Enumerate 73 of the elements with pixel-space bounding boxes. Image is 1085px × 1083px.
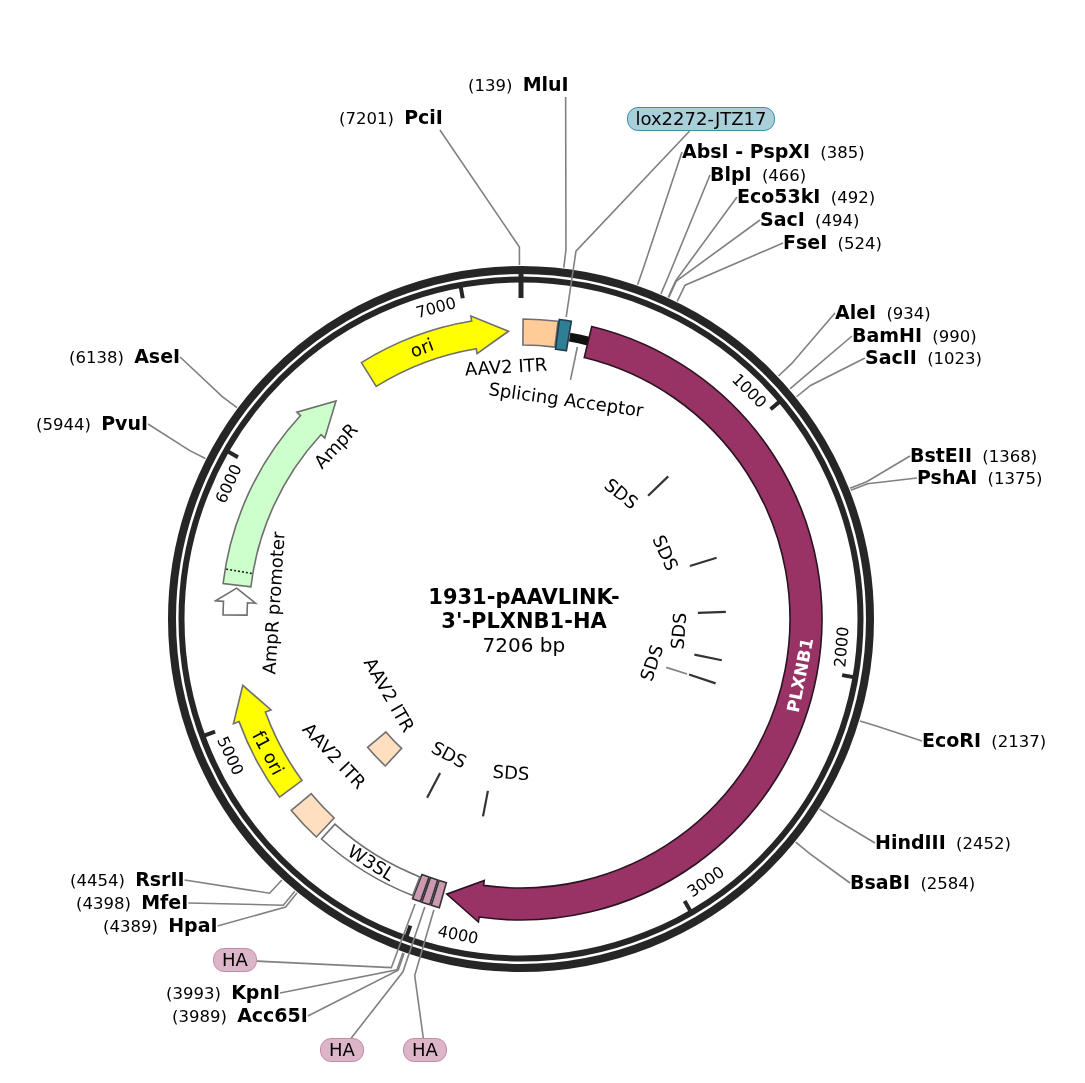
restriction-site-label: (4389) HpaI (103, 914, 218, 938)
restriction-site-label: BlpI (466) (710, 163, 807, 187)
leader-line (307, 952, 405, 1017)
leader-line (849, 455, 911, 490)
restriction-site-label: (3989) Acc65I (172, 1004, 308, 1028)
restriction-site-label: SacI (494) (760, 208, 860, 232)
feature-label: SDS (668, 611, 689, 650)
restriction-site-label: AbsI - PspXI (385) (682, 140, 865, 164)
restriction-site-label: (4454) RsrII (70, 868, 185, 892)
scale-label: 2000 (832, 625, 852, 668)
leader-line (789, 335, 853, 390)
plasmid-name: 1931-pAAVLINK-3'-PLXNB1-HA (427, 585, 621, 633)
leader-line (667, 196, 738, 298)
leader-line (668, 219, 761, 299)
feature-label: SDS (600, 475, 641, 513)
scale-label: 5000 (213, 734, 246, 778)
scale-label: 4000 (436, 922, 480, 947)
leader-line (795, 357, 866, 398)
restriction-site-label: BamHI (990) (852, 324, 977, 348)
feature-label: SDS (648, 532, 681, 574)
leader-line (859, 720, 923, 742)
feature-label: AmpR promoter (259, 530, 288, 675)
restriction-site-label: FseI (524) (783, 231, 882, 255)
restriction-site-label: (4398) MfeI (76, 891, 189, 915)
leader-line (183, 879, 283, 895)
leader-line (660, 174, 711, 295)
feature-tag: lox2272-JTZ17 (626, 107, 776, 131)
restriction-site-label: (7201) PciI (339, 106, 443, 130)
leader-line (147, 423, 207, 460)
leader-line (676, 242, 784, 303)
restriction-site-label: BstEII (1368) (910, 444, 1038, 468)
feature-tag: HA (403, 1038, 447, 1062)
leader-line (563, 96, 567, 269)
feature-label: SDS (637, 642, 667, 684)
leader-line (439, 129, 521, 266)
scale-label: 6000 (212, 462, 245, 507)
leader-line (216, 892, 298, 927)
leader-line (794, 841, 851, 884)
restriction-site-label: (139) MluI (468, 73, 569, 97)
restriction-site-label: AleI (934) (835, 301, 931, 325)
leader-line (565, 130, 691, 318)
leader-line (187, 890, 296, 906)
restriction-site-label: (3993) KpnI (166, 981, 281, 1005)
feature-label: AAV2 ITR (464, 356, 548, 379)
feature-tag: HA (320, 1038, 364, 1062)
feature-tag: HA (213, 948, 257, 972)
restriction-site-label: (5944) PvuI (36, 412, 149, 436)
restriction-site-label: (6138) AseI (69, 345, 181, 369)
leader-line (413, 909, 435, 1039)
restriction-site-label: SacII (1023) (865, 346, 983, 370)
leader-line (818, 808, 876, 844)
restriction-site-label: PshAI (1375) (917, 466, 1043, 490)
restriction-site-label: Eco53kI (492) (737, 185, 876, 209)
feature-label: SDS (428, 738, 470, 772)
feature-label: Splicing Acceptor (487, 379, 645, 420)
restriction-site-label: BsaBI (2584) (850, 871, 976, 895)
leader-line (279, 951, 404, 994)
feature-label: SDS (492, 762, 530, 783)
leader-line (179, 356, 238, 409)
restriction-site-label: HindIII (2452) (875, 831, 1011, 855)
leader-line (665, 666, 688, 675)
leader-line (256, 903, 416, 969)
leader-line (569, 346, 579, 381)
scale-label: 7000 (414, 295, 458, 322)
restriction-site-label: EcoRI (2137) (922, 729, 1047, 753)
leader-line (636, 151, 683, 286)
leader-line (850, 477, 918, 492)
feature-label: f1 ori (249, 728, 288, 779)
leader-line (777, 312, 836, 377)
leader-line (350, 906, 426, 1039)
feature-label: PLXNB1 (784, 636, 817, 714)
plasmid-length: 7206 bp (482, 633, 566, 657)
feature-label: ori (408, 335, 437, 361)
